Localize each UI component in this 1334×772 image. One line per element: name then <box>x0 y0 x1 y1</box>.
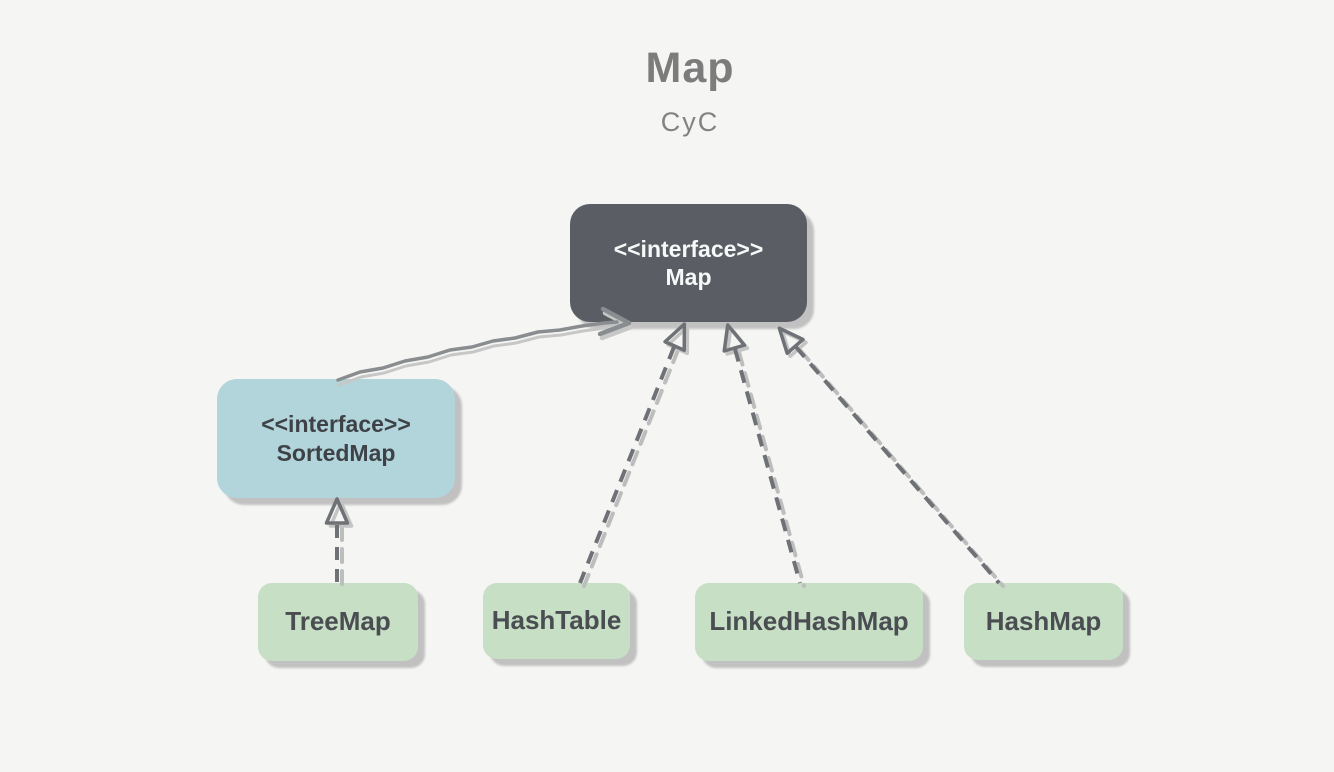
stereotype-label: <<interface>> <box>613 235 764 262</box>
class-name: LinkedHashMap <box>709 606 909 637</box>
class-name: TreeMap <box>285 606 391 637</box>
triangle-arrowhead-icon <box>663 322 687 353</box>
class-box-hashtable: HashTable <box>483 583 630 659</box>
diagram-title: Map <box>645 44 735 92</box>
class-name: SortedMap <box>276 439 396 466</box>
diagram-subtitle: CyC <box>660 107 720 137</box>
class-name: HashTable <box>491 605 622 636</box>
class-box-map-interface: <<interface>> Map <box>570 204 807 322</box>
edge-hashtable-implements-map <box>578 346 676 584</box>
stereotype-label: <<interface>> <box>261 411 411 438</box>
edge-hashmap-implements-map <box>794 345 1001 585</box>
class-box-treemap: TreeMap <box>258 583 418 661</box>
edge-linkedhashmap-implements-map <box>733 348 802 584</box>
class-box-hashmap: HashMap <box>964 583 1123 660</box>
triangle-arrowhead-icon <box>722 323 747 353</box>
class-box-linkedhashmap: LinkedHashMap <box>695 583 923 661</box>
class-box-sortedmap-interface: <<interface>> SortedMap <box>217 379 455 498</box>
class-name: Map <box>665 264 712 290</box>
triangle-arrowhead-icon <box>324 497 350 525</box>
class-name: HashMap <box>985 605 1102 636</box>
triangle-arrowhead-icon <box>777 326 805 355</box>
